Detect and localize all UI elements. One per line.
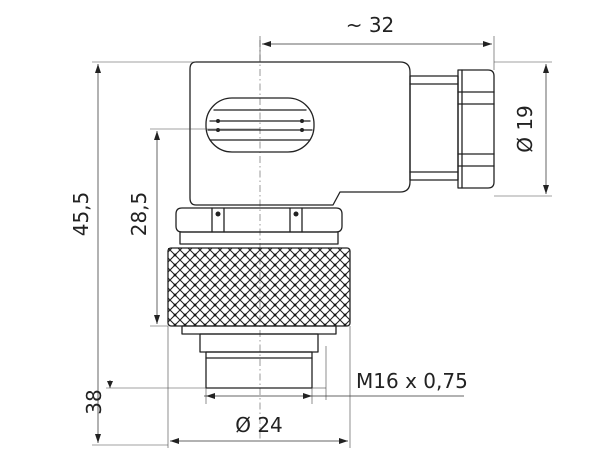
body-height-label: 28,5 bbox=[127, 192, 151, 237]
cable-nut bbox=[409, 69, 495, 189]
thread-height-label: 38 bbox=[82, 389, 106, 414]
angled-housing bbox=[189, 61, 411, 206]
cable-nut-diameter-label: Ø 19 bbox=[513, 105, 537, 153]
knurled-coupling-nut bbox=[167, 247, 351, 327]
dimension-thread-height: 38 bbox=[82, 380, 206, 415]
dimension-cable-nut-diameter: Ø 19 bbox=[494, 61, 552, 197]
overall-width-label: ~ 32 bbox=[346, 13, 395, 37]
grip-window bbox=[205, 97, 315, 153]
total-height-label: 45,5 bbox=[69, 192, 93, 237]
thread-shank bbox=[181, 325, 337, 389]
thread-spec-label: M16 x 0,75 bbox=[356, 369, 468, 393]
dimension-overall-width: ~ 32 bbox=[259, 13, 495, 70]
dimension-knurl-diameter: Ø 24 bbox=[167, 326, 351, 448]
dimension-body-height: 28,5 bbox=[127, 128, 260, 327]
knurl-diameter-label: Ø 24 bbox=[235, 413, 283, 437]
dimension-total-height: 45,5 bbox=[69, 61, 196, 446]
locking-ring bbox=[175, 207, 343, 245]
dimension-thread-spec: M16 x 0,75 bbox=[204, 346, 468, 404]
